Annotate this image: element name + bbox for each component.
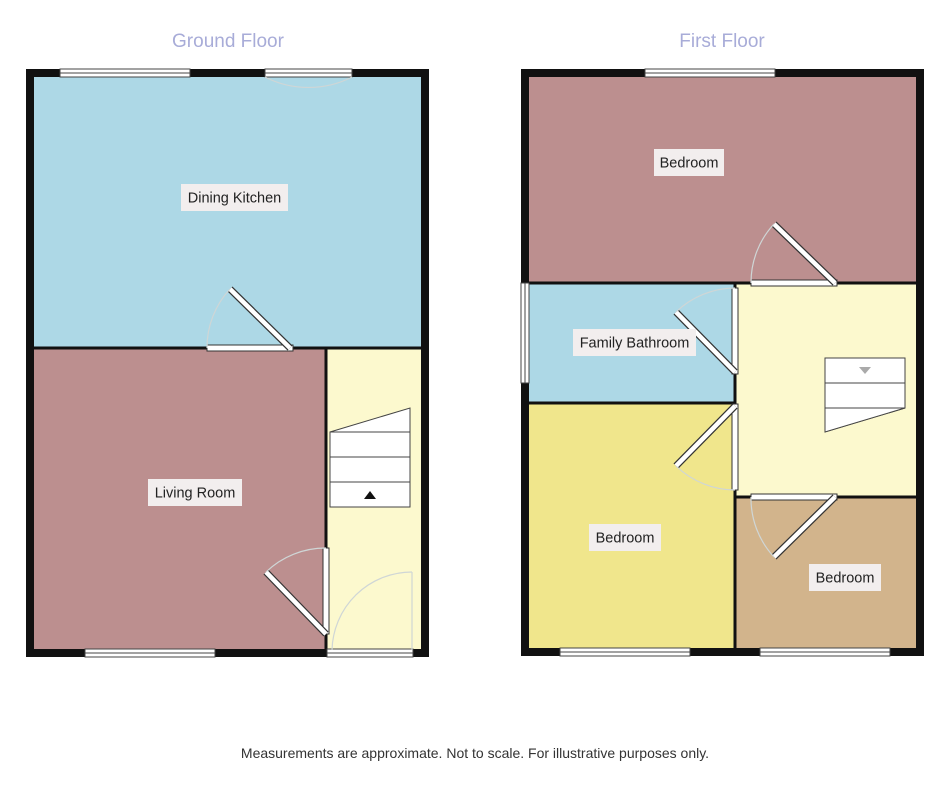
door — [264, 76, 353, 89]
ground-floor: Ground Floor — [26, 31, 429, 658]
door — [263, 547, 330, 637]
living-room-label: Living Room — [148, 479, 242, 506]
bedroom-2-name: Bedroom — [596, 531, 655, 547]
stairs-down-arrow-icon — [859, 367, 871, 374]
stairs — [329, 407, 411, 508]
dining-kitchen-name: Dining Kitchen — [188, 191, 282, 207]
door — [750, 221, 838, 287]
first-floor-title: First Floor — [679, 31, 765, 52]
bedroom-1-label: Bedroom — [654, 149, 724, 176]
bedroom-3-name: Bedroom — [816, 571, 875, 587]
window — [559, 647, 691, 657]
bedroom-2-label: Bedroom — [589, 524, 661, 551]
family-bathroom-name: Family Bathroom — [580, 336, 690, 352]
door — [206, 286, 294, 352]
window — [520, 282, 530, 384]
bedroom-1-area — [525, 73, 920, 283]
bedroom-3-label: Bedroom — [809, 564, 881, 591]
dining-kitchen-label: Dining Kitchen — [181, 184, 288, 211]
first-floor: First Floor — [520, 31, 924, 657]
family-bathroom-label: Family Bathroom — [573, 329, 696, 356]
stairs — [824, 357, 906, 433]
window — [644, 68, 776, 78]
window — [84, 648, 216, 658]
ground-floor-title: Ground Floor — [172, 31, 285, 52]
window — [759, 647, 891, 657]
window — [59, 68, 191, 78]
living-room-name: Living Room — [155, 486, 236, 502]
door — [750, 493, 838, 560]
bedroom-1-name: Bedroom — [660, 156, 719, 172]
front-door-threshold — [326, 648, 414, 658]
window — [264, 68, 353, 78]
stairs-up-arrow-icon — [364, 491, 376, 499]
door — [331, 571, 413, 651]
door — [673, 403, 739, 491]
ground-outer-wall — [26, 69, 429, 657]
door — [673, 287, 739, 375]
disclaimer-text: Measurements are approximate. Not to sca… — [241, 745, 709, 761]
